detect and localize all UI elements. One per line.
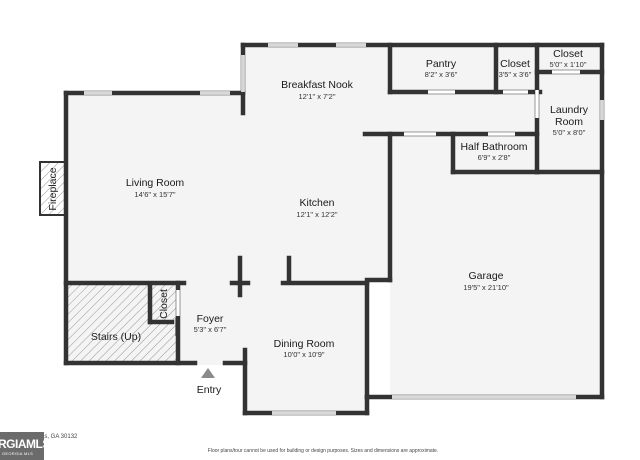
fireplace-name: Fireplace [47, 167, 59, 210]
breakfast-nook-dims: 12'1" x 7'2" [299, 92, 336, 101]
disclaimer-text: Floor plans/tour cannot be used for buil… [208, 448, 438, 454]
closet-laundry-dims: 5'0" x 1'10" [550, 60, 587, 69]
dining-room-dims: 10'0" x 10'9" [283, 350, 324, 359]
laundry-room-name-1: Laundry [550, 104, 589, 116]
half-bathroom-dims: 6'9" x 2'8" [478, 153, 511, 162]
floor-area [66, 45, 602, 413]
living-room-dims: 14'6" x 15'7" [134, 190, 175, 199]
closet-pantry-name: Closet [500, 58, 530, 70]
pantry-dims: 8'2" x 3'6" [425, 70, 458, 79]
garage-dims: 19'5" x 21'10" [463, 283, 509, 292]
laundry-room-name-2: Room [555, 116, 583, 128]
breakfast-nook-name: Breakfast Nook [281, 79, 354, 91]
living-room-name: Living Room [126, 177, 185, 189]
entry-arrow-icon [201, 368, 215, 378]
windows [84, 43, 604, 415]
address-text: ... Dallas, GA 30132 [24, 434, 78, 440]
closet-foyer-name: Closet [158, 289, 170, 319]
laundry-room-dims: 5'0" x 8'0" [553, 128, 586, 137]
kitchen-name: Kitchen [299, 197, 334, 209]
entry-label: Entry [197, 384, 222, 396]
kitchen-dims: 12'1" x 12'2" [296, 210, 337, 219]
foyer-name: Foyer [197, 313, 224, 325]
foyer-dims: 5'3" x 6'7" [194, 325, 227, 334]
stairs-name: Stairs (Up) [91, 331, 141, 343]
closet-pantry-dims: 3'5" x 3'6" [499, 70, 532, 79]
pantry-name: Pantry [426, 58, 457, 70]
dining-room-name: Dining Room [274, 338, 335, 350]
garage-name: Garage [468, 270, 503, 282]
closet-laundry-name: Closet [553, 48, 583, 60]
mls-logo-subtext: GEORGIA MLS [2, 451, 34, 456]
half-bathroom-name: Half Bathroom [460, 141, 527, 153]
